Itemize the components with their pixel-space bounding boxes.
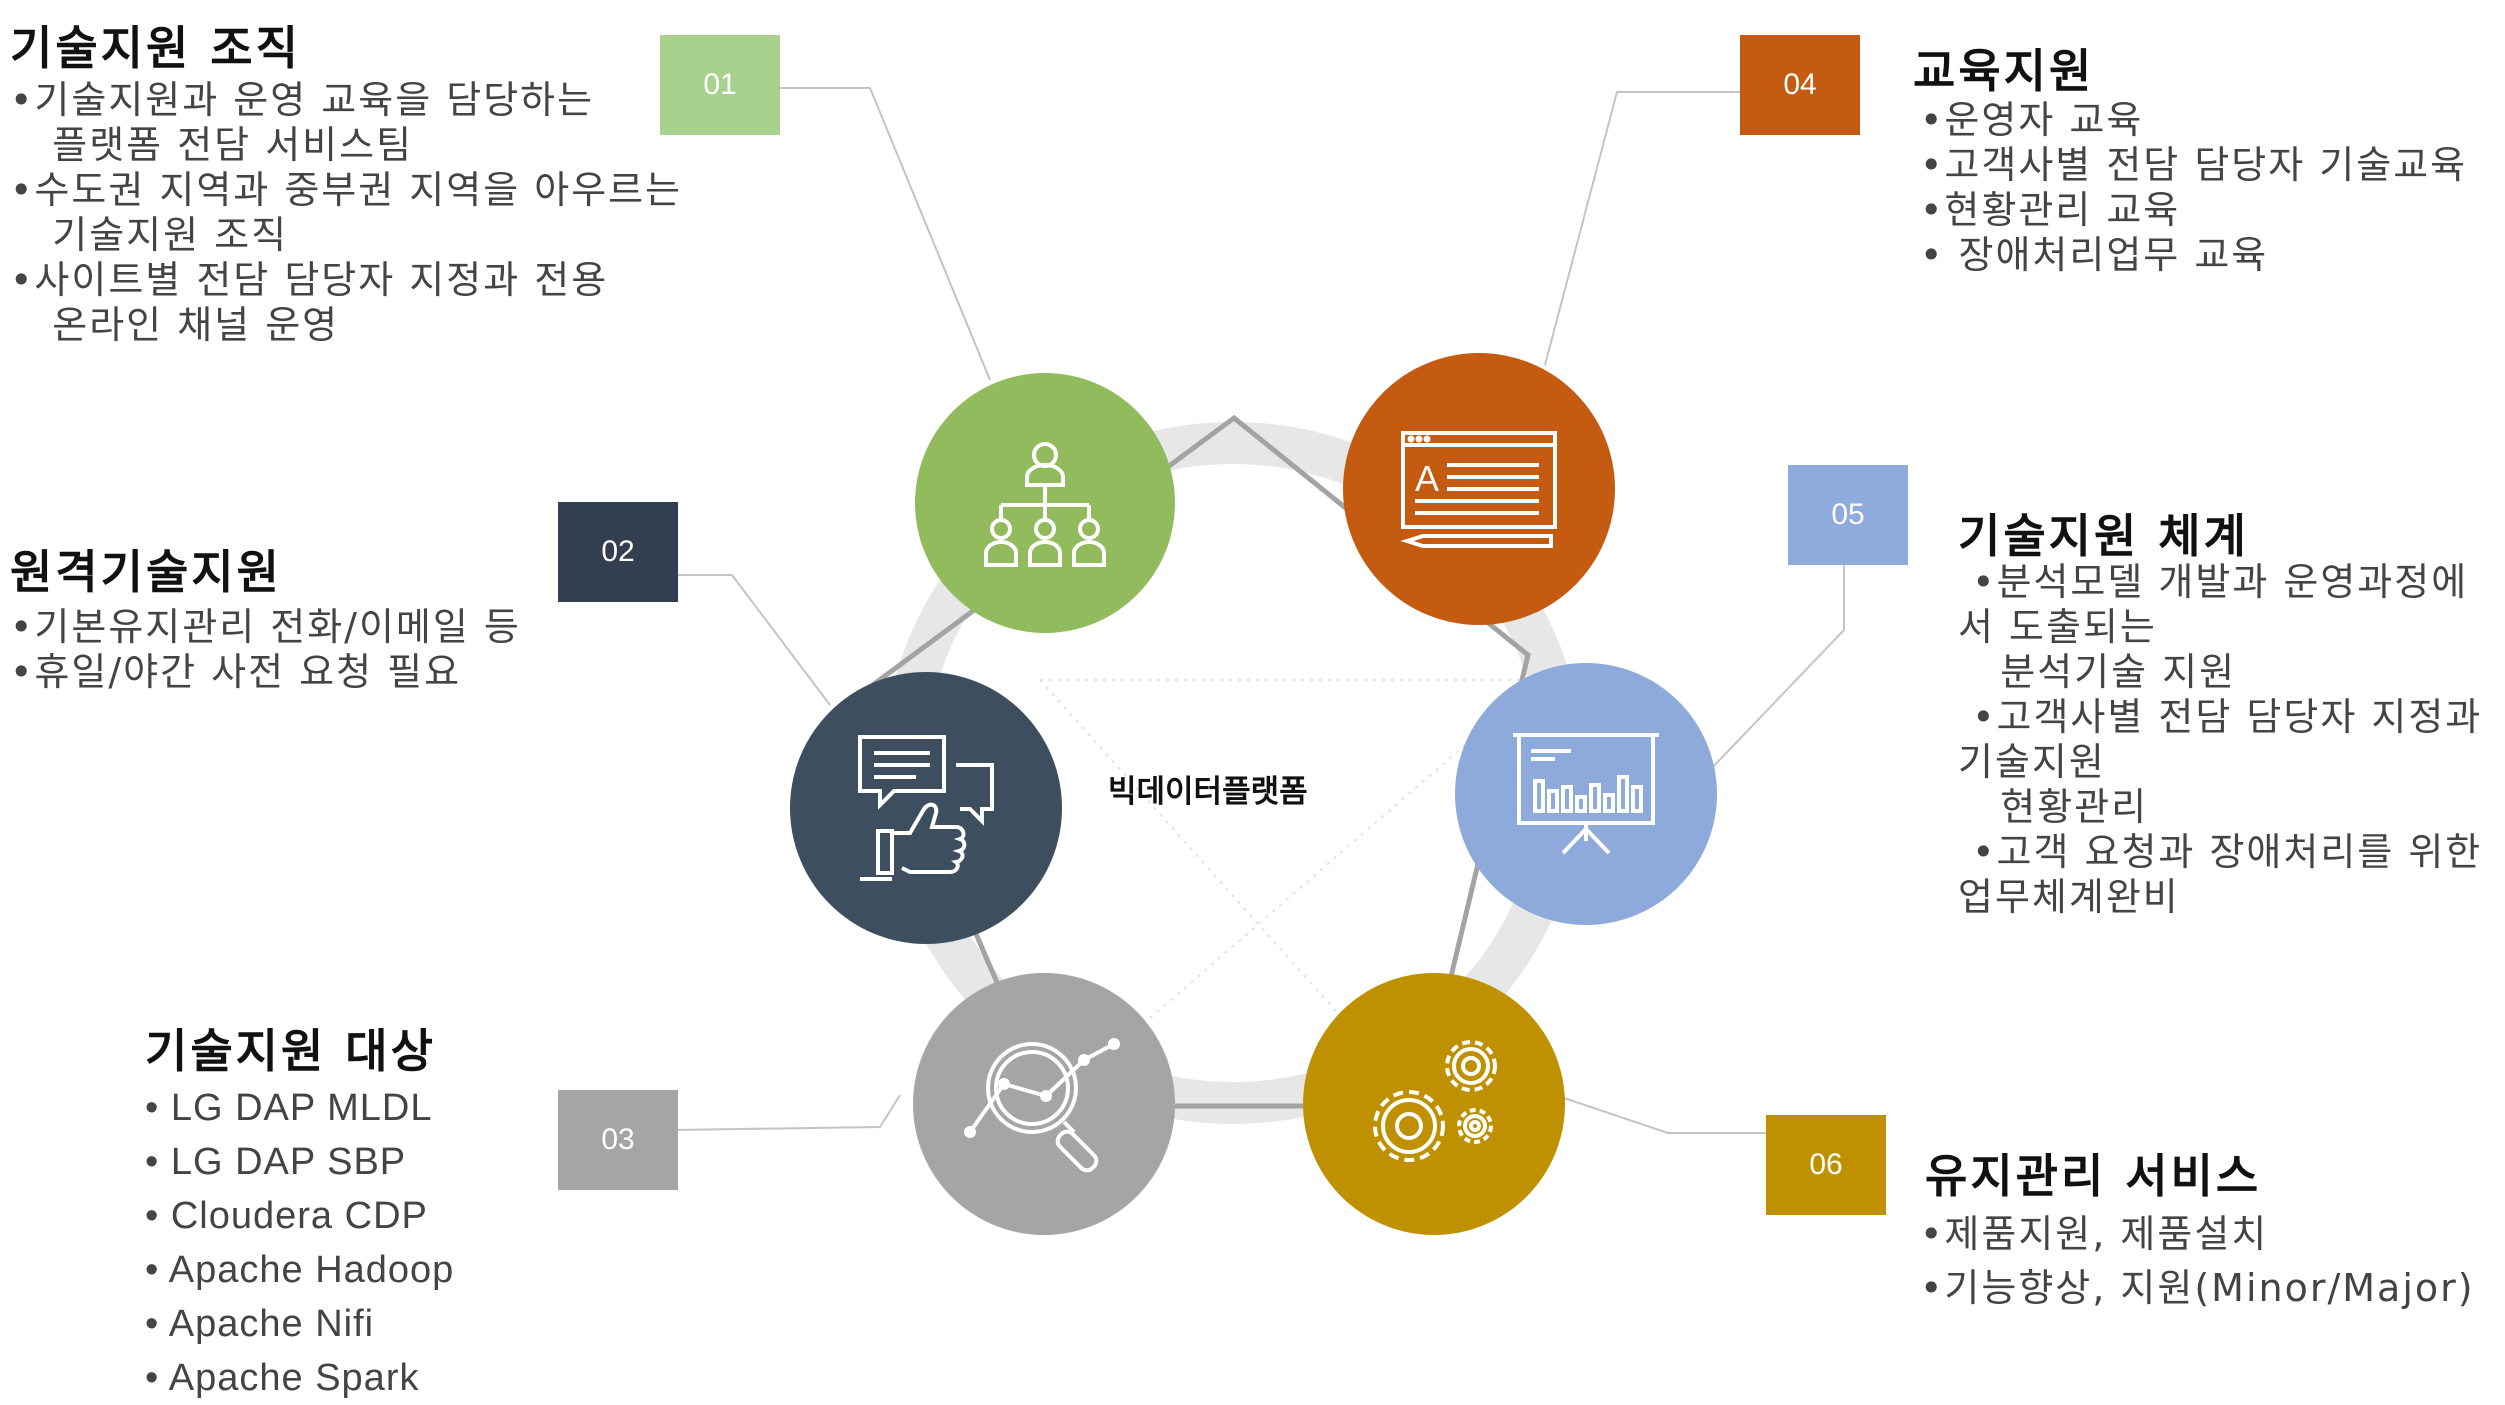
circle-04-education: A — [1343, 353, 1615, 625]
section-04-list: •운영자 교육 •고객사별 전담 담당자 기술교육 •현황관리 교육 • 장애처… — [1920, 98, 2467, 278]
list-item: •제품지원, 제품설치 — [1920, 1212, 2269, 1256]
list-item: •기술지원과 운영 교육을 담당하는 — [10, 78, 595, 122]
list-item: • Apache Hadoop — [145, 1249, 455, 1291]
number-box-06: 06 — [1766, 1115, 1886, 1215]
section-01-title: 기술지원 조직 — [10, 21, 301, 75]
section-06-list: •제품지원, 제품설치 •기능향상, 지원(Minor/Major) — [1920, 1207, 2475, 1315]
list-item: • LG DAP SBP — [145, 1141, 407, 1183]
list-item: •운영자 교육 — [1920, 98, 2144, 142]
list-item: • Apache Nifi — [145, 1303, 375, 1345]
circle-03-target — [913, 973, 1175, 1235]
list-item: •수도권 지역과 중부권 지역을 아우르는 — [10, 168, 683, 212]
section-03-title: 기술지원 대상 — [145, 1024, 436, 1078]
number-box-04: 04 — [1740, 35, 1860, 135]
center-label: 빅데이터플랫폼 — [1108, 774, 1308, 810]
number-box-02: 02 — [558, 502, 678, 602]
list-item: 현황관리 — [1958, 785, 2149, 829]
circle-05-system — [1455, 663, 1717, 925]
section-02-title: 원격기술지원 — [10, 545, 282, 599]
gears-icon — [1373, 1040, 1497, 1162]
list-item: •고객사별 전담 담당자 기술교육 — [1920, 143, 2468, 187]
section-02-list: •기본유지관리 전화/이메일 등 •휴일/야간 사전 요청 필요 — [10, 605, 521, 695]
circle-01-org — [915, 373, 1175, 633]
list-item: 업무체계완비 — [1958, 875, 2180, 919]
section-05-title: 기술지원 체계 — [1958, 509, 2249, 563]
magnify-chart-icon — [964, 1038, 1120, 1173]
list-item: • Apache Spark — [145, 1357, 420, 1399]
chat-thumbs-up-icon — [858, 735, 994, 881]
list-item: •고객 요청과 장애처리를 위한 — [1958, 830, 2483, 874]
circle-02-remote — [790, 672, 1062, 944]
list-item: •휴일/야간 사전 요청 필요 — [10, 650, 462, 694]
circle-06-maintenance — [1303, 973, 1565, 1235]
list-item: •고객사별 전담 담당자 지정과 — [1958, 695, 2483, 739]
svg-text:A: A — [1415, 458, 1439, 499]
section-03-list: • LG DAP MLDL • LG DAP SBP • Cloudera CD… — [145, 1081, 454, 1405]
number-box-01: 01 — [660, 35, 780, 135]
connector-lines — [671, 87, 1845, 1134]
section-04-title: 교육지원 — [1913, 44, 2095, 98]
list-item: •사이트별 전담 담당자 지정과 전용 — [10, 258, 609, 302]
section-05-list: •분석모델 개발과 운영과정에 서 도출되는 분석기술 지원 •고객사별 전담 … — [1958, 560, 2482, 920]
section-01-list: •기술지원과 운영 교육을 담당하는 플랫폼 전담 서비스팀 •수도권 지역과 … — [10, 78, 682, 348]
presentation-board-icon — [1513, 733, 1659, 855]
list-item: 플랫폼 전담 서비스팀 — [10, 123, 414, 167]
section-06-title: 유지관리 서비스 — [1925, 1149, 2262, 1203]
number-box-05: 05 — [1788, 465, 1908, 565]
list-item: 기술지원 — [1958, 740, 2106, 784]
document-pen-icon: A — [1400, 431, 1557, 548]
list-item: •기본유지관리 전화/이메일 등 — [10, 605, 521, 649]
list-item: • 장애처리업무 교육 — [1920, 233, 2269, 277]
list-item: 분석기술 지원 — [1958, 650, 2237, 694]
org-chart-icon — [984, 442, 1106, 567]
list-item: •기능향상, 지원(Minor/Major) — [1920, 1266, 2475, 1310]
list-item: •현황관리 교육 — [1920, 188, 2181, 232]
list-item: • LG DAP MLDL — [145, 1087, 433, 1129]
list-item: 서 도출되는 — [1958, 605, 2157, 649]
list-item: 온라인 채널 운영 — [10, 303, 340, 347]
list-item: •분석모델 개발과 운영과정에 — [1958, 560, 2469, 604]
list-item: • Cloudera CDP — [145, 1195, 428, 1237]
list-item: 기술지원 조직 — [10, 213, 289, 257]
number-box-03: 03 — [558, 1090, 678, 1190]
